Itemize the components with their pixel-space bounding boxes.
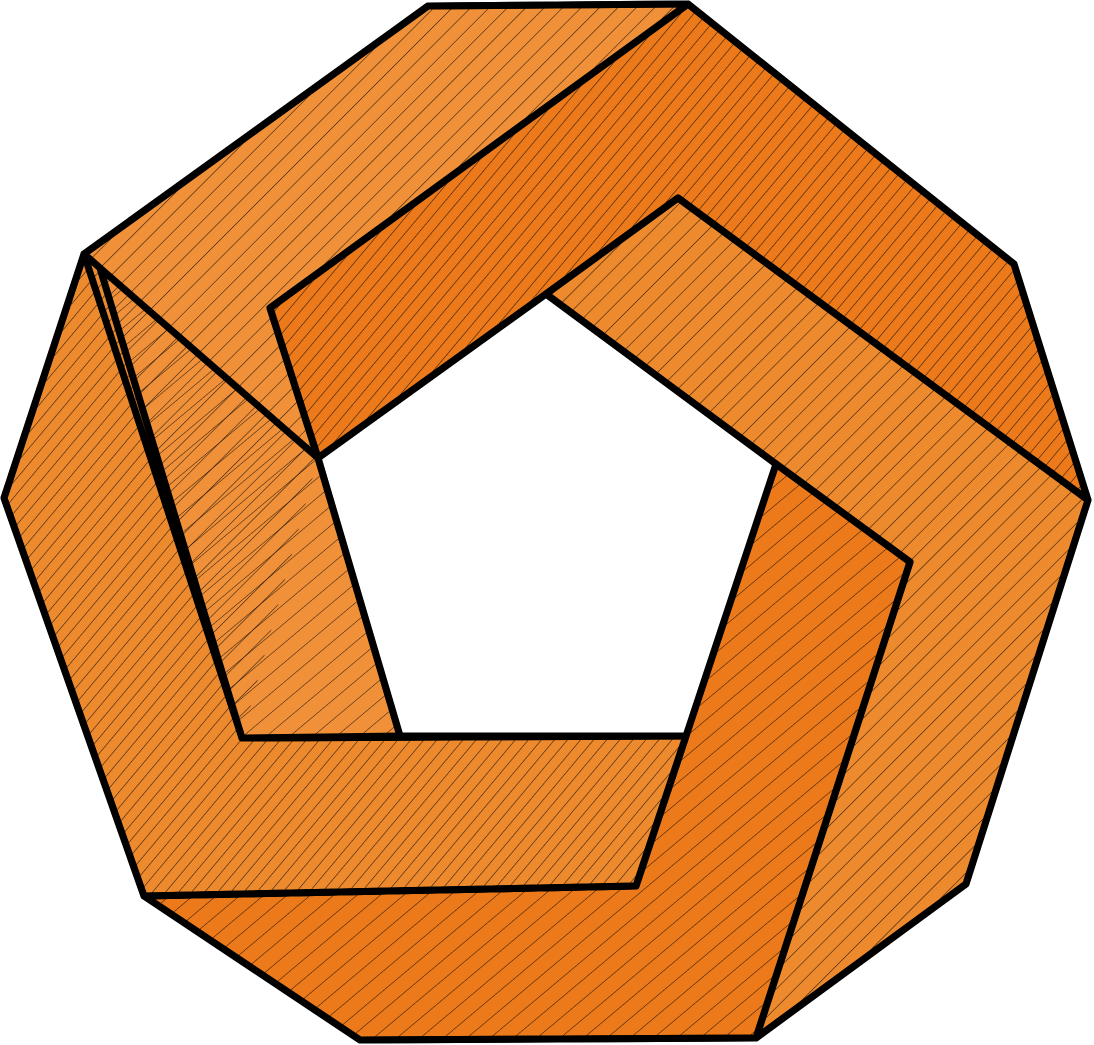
fold-line-2: [266, 0, 692, 462]
band-bottom-right-hatch: [144, 464, 910, 1040]
fold-line-5: [140, 732, 690, 900]
fold-line-3: [542, 194, 1092, 504]
band-inner-left-hatch: [100, 268, 400, 738]
fold-line-1: [80, 250, 690, 742]
center-hole: [324, 300, 772, 732]
fold-line-4: [752, 460, 914, 1042]
band-hatching: [4, 4, 1088, 1040]
band-bottom-left-hatch: [4, 254, 686, 896]
band-top-right-hatch: [270, 4, 1088, 500]
band-right-hatch: [546, 198, 1088, 1038]
